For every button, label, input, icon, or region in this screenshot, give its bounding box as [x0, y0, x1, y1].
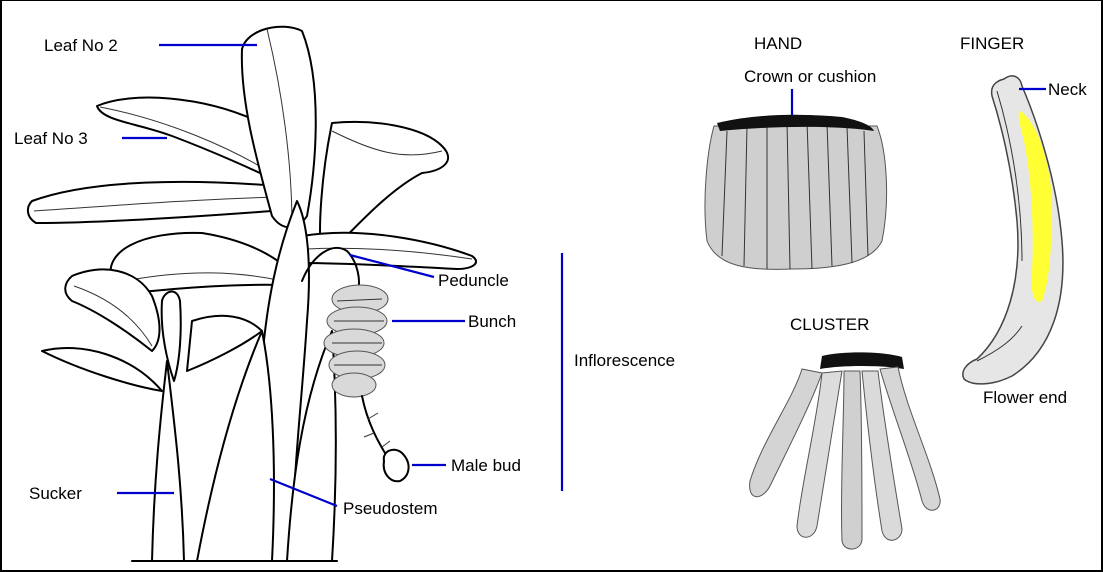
label-cluster: CLUSTER — [790, 316, 869, 333]
sucker-leaf-up — [162, 292, 181, 381]
label-inflorescence: Inflorescence — [574, 352, 675, 369]
label-sucker: Sucker — [29, 485, 82, 502]
sucker-leaf-left — [42, 348, 162, 391]
label-pseudostem: Pseudostem — [343, 500, 438, 517]
cluster-drawing — [750, 352, 941, 549]
label-peduncle: Peduncle — [438, 272, 509, 289]
label-leaf-no-2: Leaf No 2 — [44, 37, 118, 54]
hand-drawing — [705, 115, 887, 269]
label-crown-or-cushion: Crown or cushion — [744, 68, 876, 85]
label-male-bud: Male bud — [451, 457, 521, 474]
label-flower-end: Flower end — [983, 389, 1067, 406]
leaf-right-lower — [302, 233, 476, 269]
label-finger: FINGER — [960, 35, 1024, 52]
male-bud-drawing — [384, 450, 409, 482]
bunch-fruit — [324, 285, 388, 397]
label-leaf-no-3: Leaf No 3 — [14, 130, 88, 147]
label-neck: Neck — [1048, 81, 1087, 98]
label-bunch: Bunch — [468, 313, 516, 330]
pseudostem-sheath — [197, 331, 274, 561]
banana-plant-drawing — [28, 27, 476, 561]
label-hand: HAND — [754, 35, 802, 52]
finger-drawing — [963, 76, 1063, 384]
rachis — [362, 396, 390, 461]
